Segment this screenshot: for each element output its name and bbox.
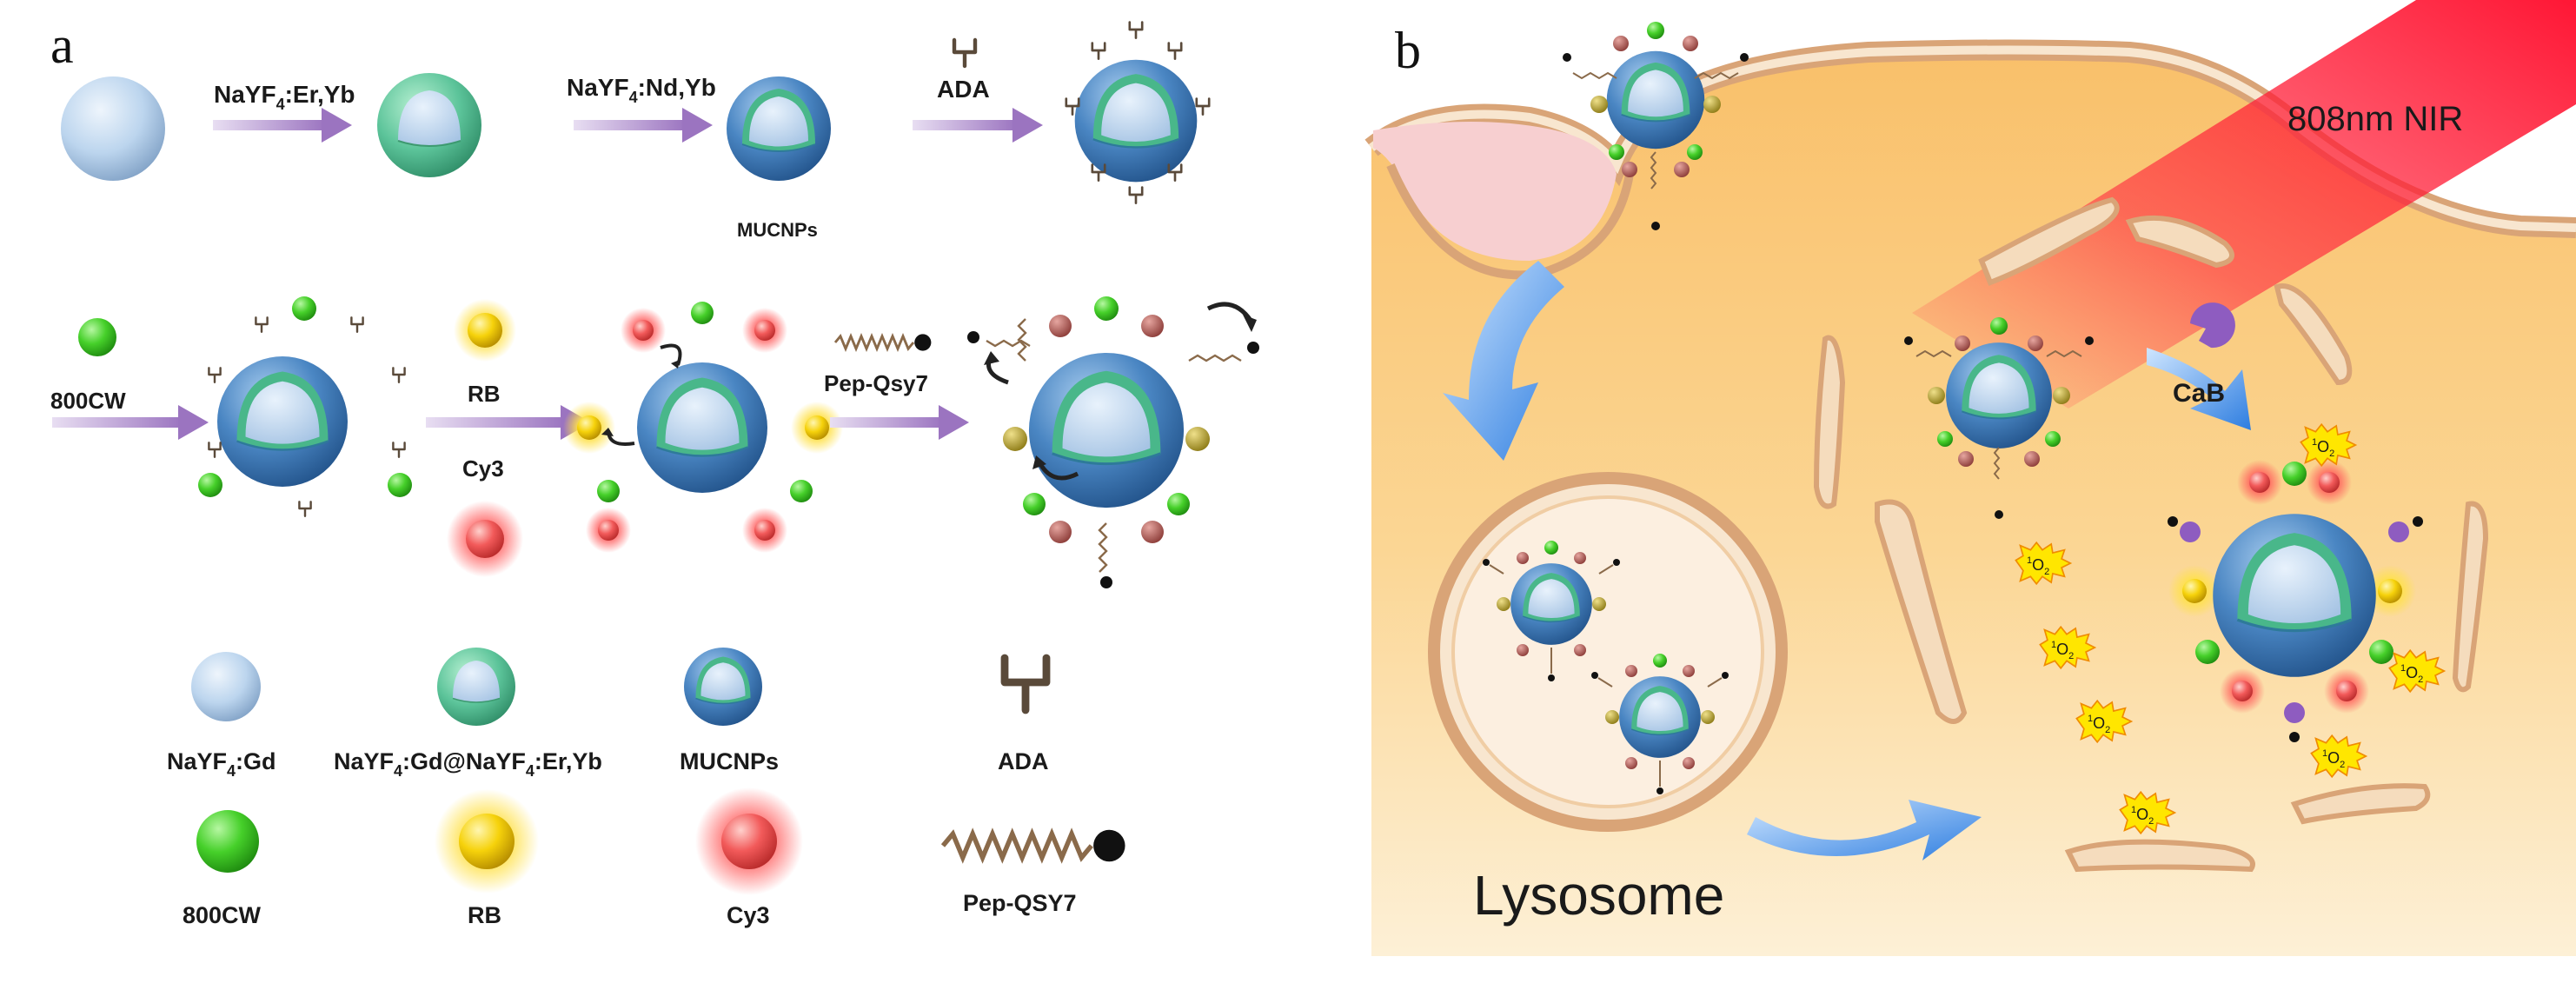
svg-text:1O2: 1O2 [2400,663,2423,685]
step-arrow-4 [52,405,209,440]
panel-b: CaB 1O2 [1364,0,2576,956]
legend-cy3-label: Cy3 [727,902,770,928]
legend-ada-label: ADA [998,748,1049,774]
organelles [1813,196,2489,873]
lysosome-label: Lysosome [1473,864,1724,927]
step-label-rb: RB [468,381,501,407]
mucnp-800cw-nanoparticle [198,296,412,518]
nanoprobe-activated [2168,460,2423,742]
nanoprobe-lysosome-2 [1591,654,1729,794]
step-label-cy3: Cy3 [462,455,504,482]
panel-a-letter: a [50,17,74,74]
legend-cy3-icon [721,814,777,869]
mucnp-nanoparticle [726,76,832,182]
endocytic-vesicle [1373,122,1617,261]
nir-laser-beam [1912,0,2576,409]
legend-coreshell-label: NaYF4:Gd@NaYF4:Er,Yb [334,748,602,780]
step-label-er-yb: NaYF4:Er,Yb [214,81,355,113]
panel-b-letter: b [1395,22,1421,79]
mucnp-ada-nanoparticle [1065,21,1211,204]
step-label-ada: ADA [937,76,990,103]
step-arrow-2 [574,108,713,143]
nanoprobe-cytoplasm [1904,317,2094,519]
cathepsin-cleavage-arrow [2147,348,2251,430]
svg-text:1O2: 1O2 [2312,437,2334,459]
legend-pep-qsy7-icon [943,830,1125,861]
core-nanoparticle [61,76,165,181]
ada-icon [954,40,975,66]
legend-rb-icon [459,814,515,869]
800cw-dye-icon [78,318,116,356]
step-label-nd-yb: NaYF4:Nd,Yb [567,74,716,106]
step-label-800cw: 800CW [50,388,126,414]
cab-label: CaB [2173,379,2225,408]
mucnp-pep-qsy7-nanoparticle [967,296,1259,588]
legend-coreshell-icon [436,647,516,727]
svg-text:1O2: 1O2 [2322,748,2345,770]
svg-text:1O2: 1O2 [2027,555,2049,577]
legend-800cw-label: 800CW [183,902,262,928]
step-arrow-1 [213,108,352,143]
step-arrow-6 [830,405,969,440]
rb-dye-icon [468,313,502,348]
svg-text:1O2: 1O2 [2131,805,2154,827]
legend-rb-label: RB [468,902,501,928]
nanoprobe-lysosome-1 [1483,541,1620,681]
pep-qsy7-icon [833,332,933,353]
legend-pep-qsy7-label: Pep-QSY7 [963,890,1077,916]
mucnp-dyes-nanoparticle [563,302,843,553]
svg-text:1O2: 1O2 [2051,640,2074,661]
nanoprobe-entering [1563,22,1749,230]
core-shell-nanoparticle [376,72,482,178]
step-arrow-3 [913,108,1043,143]
legend-ada-icon [1005,658,1046,710]
legend-core-label: NaYF4:Gd [167,748,276,780]
singlet-oxygen-bursts: 1O2 1O2 1O2 1O2 1O2 1O2 1O2 [2015,423,2446,834]
mucnps-label: MUCNPs [737,219,818,241]
cab-enzyme-icon [2190,302,2235,349]
legend-mucnps-icon [683,647,763,727]
cy3-dye-icon [466,520,504,558]
lysosome-escape-arrow [1747,800,1982,860]
step-label-pep-qsy7: Pep-Qsy7 [824,370,928,396]
nir-label: 808nm NIR [2287,100,2463,138]
legend-core-icon [191,652,261,721]
svg-text:1O2: 1O2 [2088,714,2110,735]
internalization-arrow [1443,261,1564,461]
legend-800cw-icon [196,810,259,873]
legend-mucnps-label: MUCNPs [680,748,779,774]
